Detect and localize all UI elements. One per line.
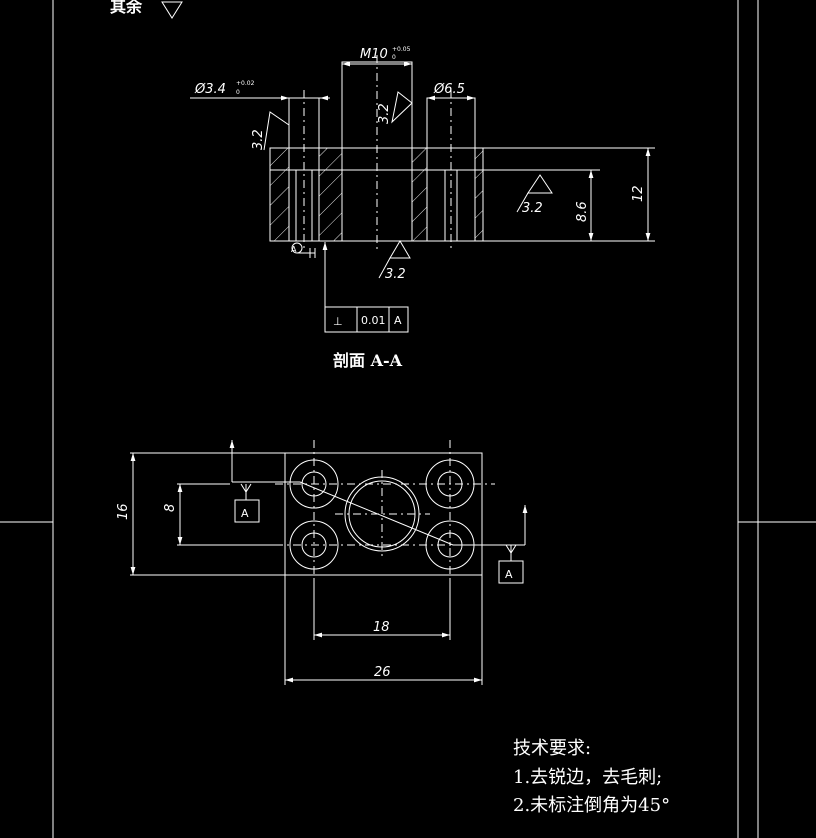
roughness-symbol-1: 3.2 — [251, 111, 290, 151]
dim-hole-small-tol-upper: +0.02 — [236, 80, 255, 87]
dim-hole-small-tol-lower: 0 — [236, 89, 240, 96]
dim-thread: M10 — [360, 47, 388, 62]
dim-hole-large: Ø6.5 — [433, 82, 465, 97]
perpendicularity-icon: ⊥ — [333, 315, 343, 328]
tolerance-frame: ⊥ 0.01 A — [324, 306, 409, 333]
roughness-triangle-icon — [161, 1, 183, 19]
svg-text:3.2: 3.2 — [251, 129, 266, 150]
dim-height: 12 — [631, 185, 646, 202]
datum-circle-label: A — [291, 245, 297, 254]
plan-dim-height: 16 — [116, 503, 131, 520]
plan-dim-spacing-h: 18 — [373, 620, 390, 635]
dim-hole-small: Ø3.4 — [194, 82, 226, 97]
roughness-symbol-2: 3.2 — [377, 91, 413, 124]
tolerance-datum: A — [394, 314, 402, 327]
roughness-symbol-4: 3.2 — [378, 240, 411, 282]
section-title: 剖面 A-A — [333, 351, 403, 370]
plan-dim-width: 26 — [374, 665, 391, 680]
dim-thread-tol-upper: +0.05 — [392, 46, 411, 53]
dim-thread-tol-lower: 0 — [392, 54, 396, 61]
svg-text:3.2: 3.2 — [522, 201, 543, 216]
tolerance-value: 0.01 — [361, 314, 386, 327]
svg-text:3.2: 3.2 — [377, 103, 392, 124]
notes-item-1: 1.去锐边，去毛刺; — [513, 767, 662, 788]
section-view: Ø3.4 +0.02 0 M10 +0.05 0 Ø6.5 8.6 12 3.2… — [190, 46, 655, 370]
notes-title: 技术要求: — [513, 738, 591, 759]
plan-datum-label-1: A — [241, 507, 249, 520]
plan-view: A A 16 8 18 26 — [116, 440, 528, 685]
plan-outline — [284, 452, 483, 576]
dim-depth: 8.6 — [575, 201, 590, 222]
other-roughness-label: 其余 — [110, 0, 183, 19]
plan-datum-label-2: A — [505, 568, 513, 581]
notes-item-2: 2.未标注倒角为45° — [513, 795, 670, 816]
roughness-symbol-3: 3.2 — [516, 174, 553, 216]
svg-text:3.2: 3.2 — [385, 267, 406, 282]
other-label-text: 其余 — [110, 0, 143, 16]
technical-notes: 技术要求: 1.去锐边，去毛刺; 2.未标注倒角为45° — [513, 738, 670, 816]
plan-dim-spacing-v: 8 — [163, 504, 178, 512]
